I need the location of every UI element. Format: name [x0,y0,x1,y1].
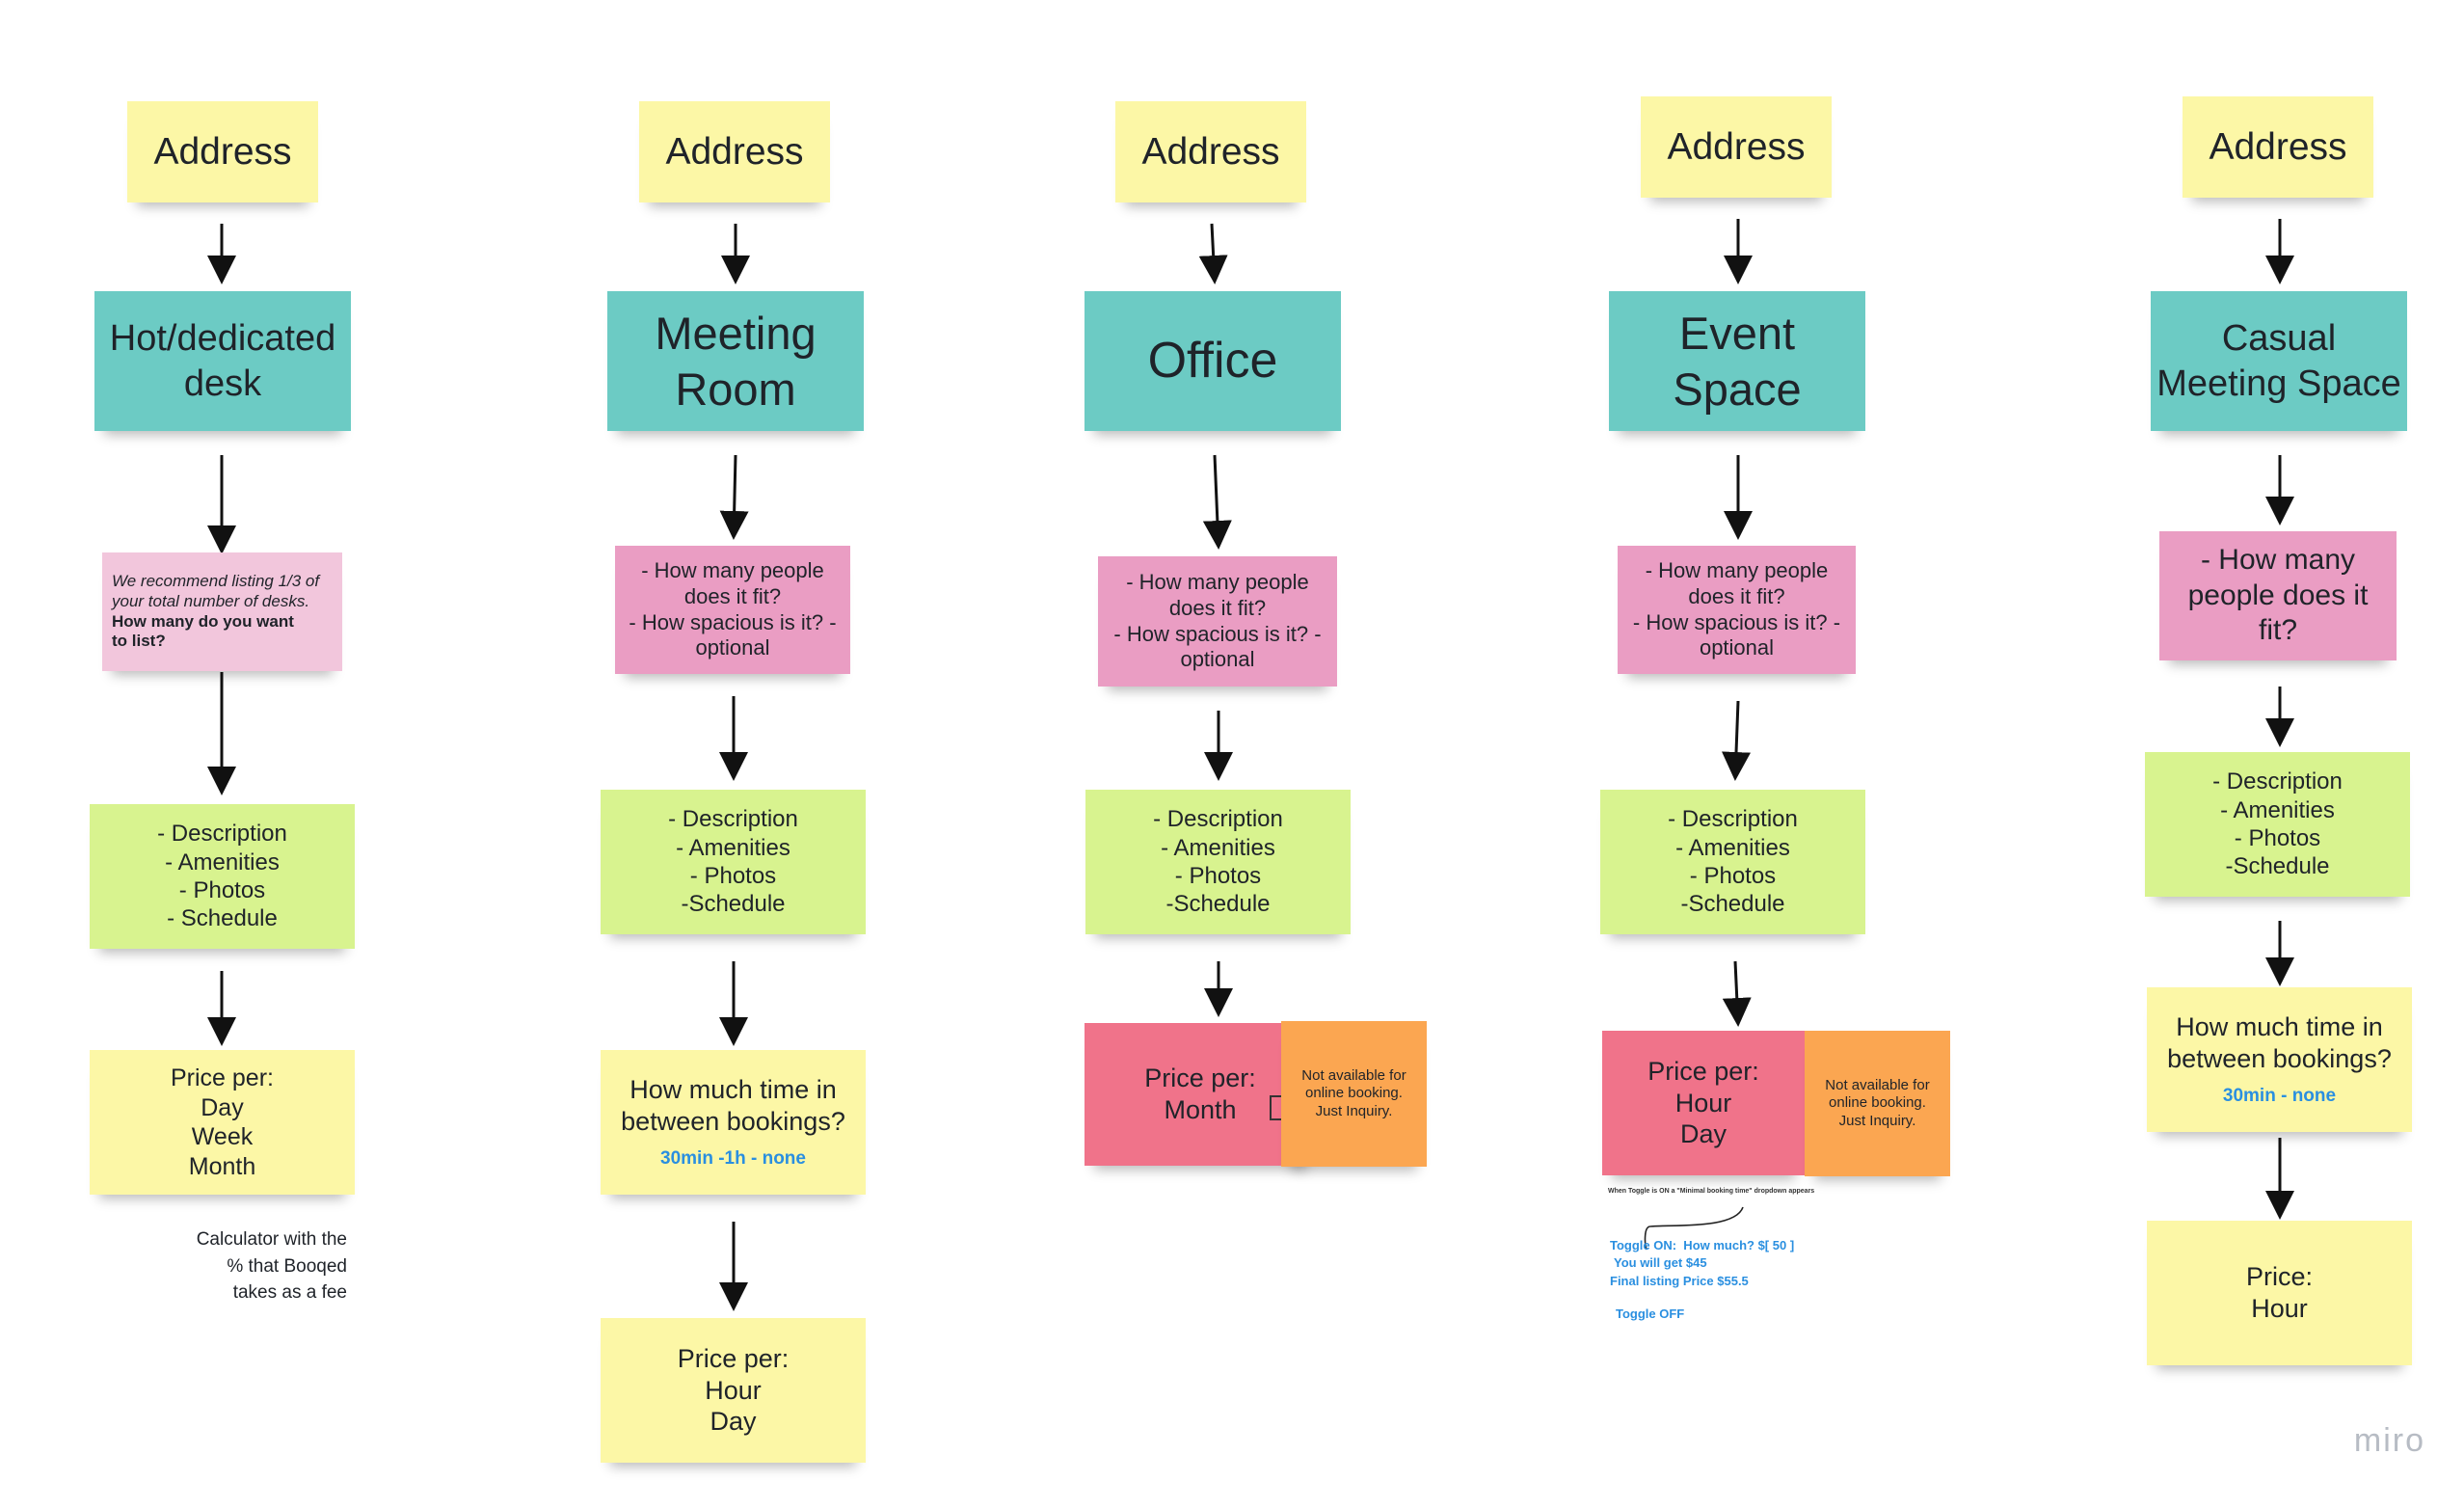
address-note-1[interactable]: Address [127,101,318,202]
calculator-note: Calculator with the % that Booqed takes … [196,1229,347,1304]
details-list: - Description - Amenities - Photos -Sche… [2212,768,2343,880]
space-type-label: Office [1147,332,1278,389]
capacity-question-3[interactable]: - How many people does it fit? - How spa… [1098,556,1337,687]
question-line: How many do you want [112,611,294,631]
space-type-hot-desk[interactable]: Hot/dedicated desk [94,291,351,431]
details-note-2[interactable]: - Description - Amenities - Photos -Sche… [601,790,866,934]
address-note-4[interactable]: Address [1641,96,1832,198]
space-type-label: Event Space [1673,308,1802,415]
price-note-5[interactable]: Price: Hour [2147,1221,2412,1365]
address-note-5[interactable]: Address [2183,96,2373,198]
time-between-note-5[interactable]: How much time in between bookings? 30min… [2147,987,2412,1132]
capacity-question-5[interactable]: - How many people does it fit? [2159,531,2397,660]
arrow [719,454,749,540]
recommendation-line: We recommend listing 1/3 of [112,572,320,591]
toggle-on-text[interactable]: Toggle ON: How much? $[ 50 ] [1610,1238,1795,1252]
toggle-off-text[interactable]: Toggle OFF [1616,1306,1685,1321]
miro-watermark: miro [2353,1422,2425,1459]
question-text: - How many people does it fit? - How spa… [1113,569,1322,672]
space-type-event-space[interactable]: Event Space [1609,291,1865,431]
space-type-label: Hot/dedicated desk [109,318,336,404]
price-note-2[interactable]: Price per: Hour Day [601,1318,866,1463]
space-type-label: Meeting Room [655,308,817,415]
toggle-connector [1644,1206,1744,1251]
availability-note-4[interactable]: Not available for online booking. Just I… [1805,1031,1950,1176]
arrow [1722,960,1752,1027]
details-note-5[interactable]: - Description - Amenities - Photos -Sche… [2145,752,2410,897]
price-note-1[interactable]: Price per: Day Week Month [90,1050,355,1195]
toggle-description: When Toggle is ON a "Minimal booking tim… [1608,1188,1815,1195]
space-type-label: Casual Meeting Space [2156,318,2401,404]
address-label: Address [2209,125,2347,168]
address-label: Address [153,130,292,173]
time-between-question: How much time in between bookings? [621,1075,845,1137]
space-type-meeting-room[interactable]: Meeting Room [607,291,864,431]
details-list: - Description - Amenities - Photos -Sche… [668,806,798,918]
space-type-office[interactable]: Office [1085,291,1341,431]
price-checkbox[interactable] [1270,1095,1285,1120]
time-between-note-2[interactable]: How much time in between bookings? 30min… [601,1050,866,1195]
details-list: - Description - Amenities - Photos -Sche… [1668,806,1798,918]
space-type-casual-meeting[interactable]: Casual Meeting Space [2151,291,2407,431]
price-options: Price: Hour [2245,1262,2314,1323]
arrow [1722,700,1752,781]
time-between-question: How much time in between bookings? [2167,1012,2392,1074]
arrow [1202,454,1232,550]
address-label: Address [665,130,804,173]
you-get-text: You will get $45 [1614,1255,1707,1270]
details-note-4[interactable]: - Description - Amenities - Photos -Sche… [1600,790,1865,934]
question-text: - How many people does it fit? [2187,544,2369,647]
price-options: Price per: Hour Day [677,1343,790,1437]
details-list: - Description - Amenities - Photos -Sche… [1153,806,1283,918]
address-label: Address [1141,130,1280,173]
arrow [1198,223,1228,284]
question-text: - How many people does it fit? - How spa… [629,557,837,660]
question-line: to list? [112,632,166,651]
price-options: Price per: Hour Day [1647,1056,1759,1149]
availability-text: Not available for online booking. Just I… [1301,1067,1406,1119]
address-note-3[interactable]: Address [1115,101,1306,202]
final-price-text: Final listing Price $55.5 [1610,1274,1749,1288]
time-options: 30min -1h - none [660,1148,806,1170]
address-note-2[interactable]: Address [639,101,830,202]
details-note-1[interactable]: - Description - Amenities - Photos - Sch… [90,804,355,949]
price-options: Price per: Month [1144,1064,1256,1124]
desk-count-question[interactable]: We recommend listing 1/3 of your total n… [102,552,342,671]
time-options: 30min - none [2222,1086,2337,1107]
recommendation-line: your total number of desks. [112,591,310,610]
price-note-3[interactable]: Price per: Month [1085,1023,1316,1166]
price-note-4[interactable]: Price per: Hour Day [1602,1031,1805,1175]
capacity-question-4[interactable]: - How many people does it fit? - How spa… [1618,546,1856,674]
address-label: Address [1667,125,1806,168]
question-text: - How many people does it fit? - How spa… [1632,557,1841,660]
details-list: - Description - Amenities - Photos - Sch… [157,821,287,932]
availability-text: Not available for online booking. Just I… [1825,1077,1930,1129]
availability-note-3[interactable]: Not available for online booking. Just I… [1281,1021,1427,1167]
capacity-question-2[interactable]: - How many people does it fit? - How spa… [615,546,850,674]
price-options: Price per: Day Week Month [171,1064,274,1180]
details-note-3[interactable]: - Description - Amenities - Photos -Sche… [1085,790,1351,934]
